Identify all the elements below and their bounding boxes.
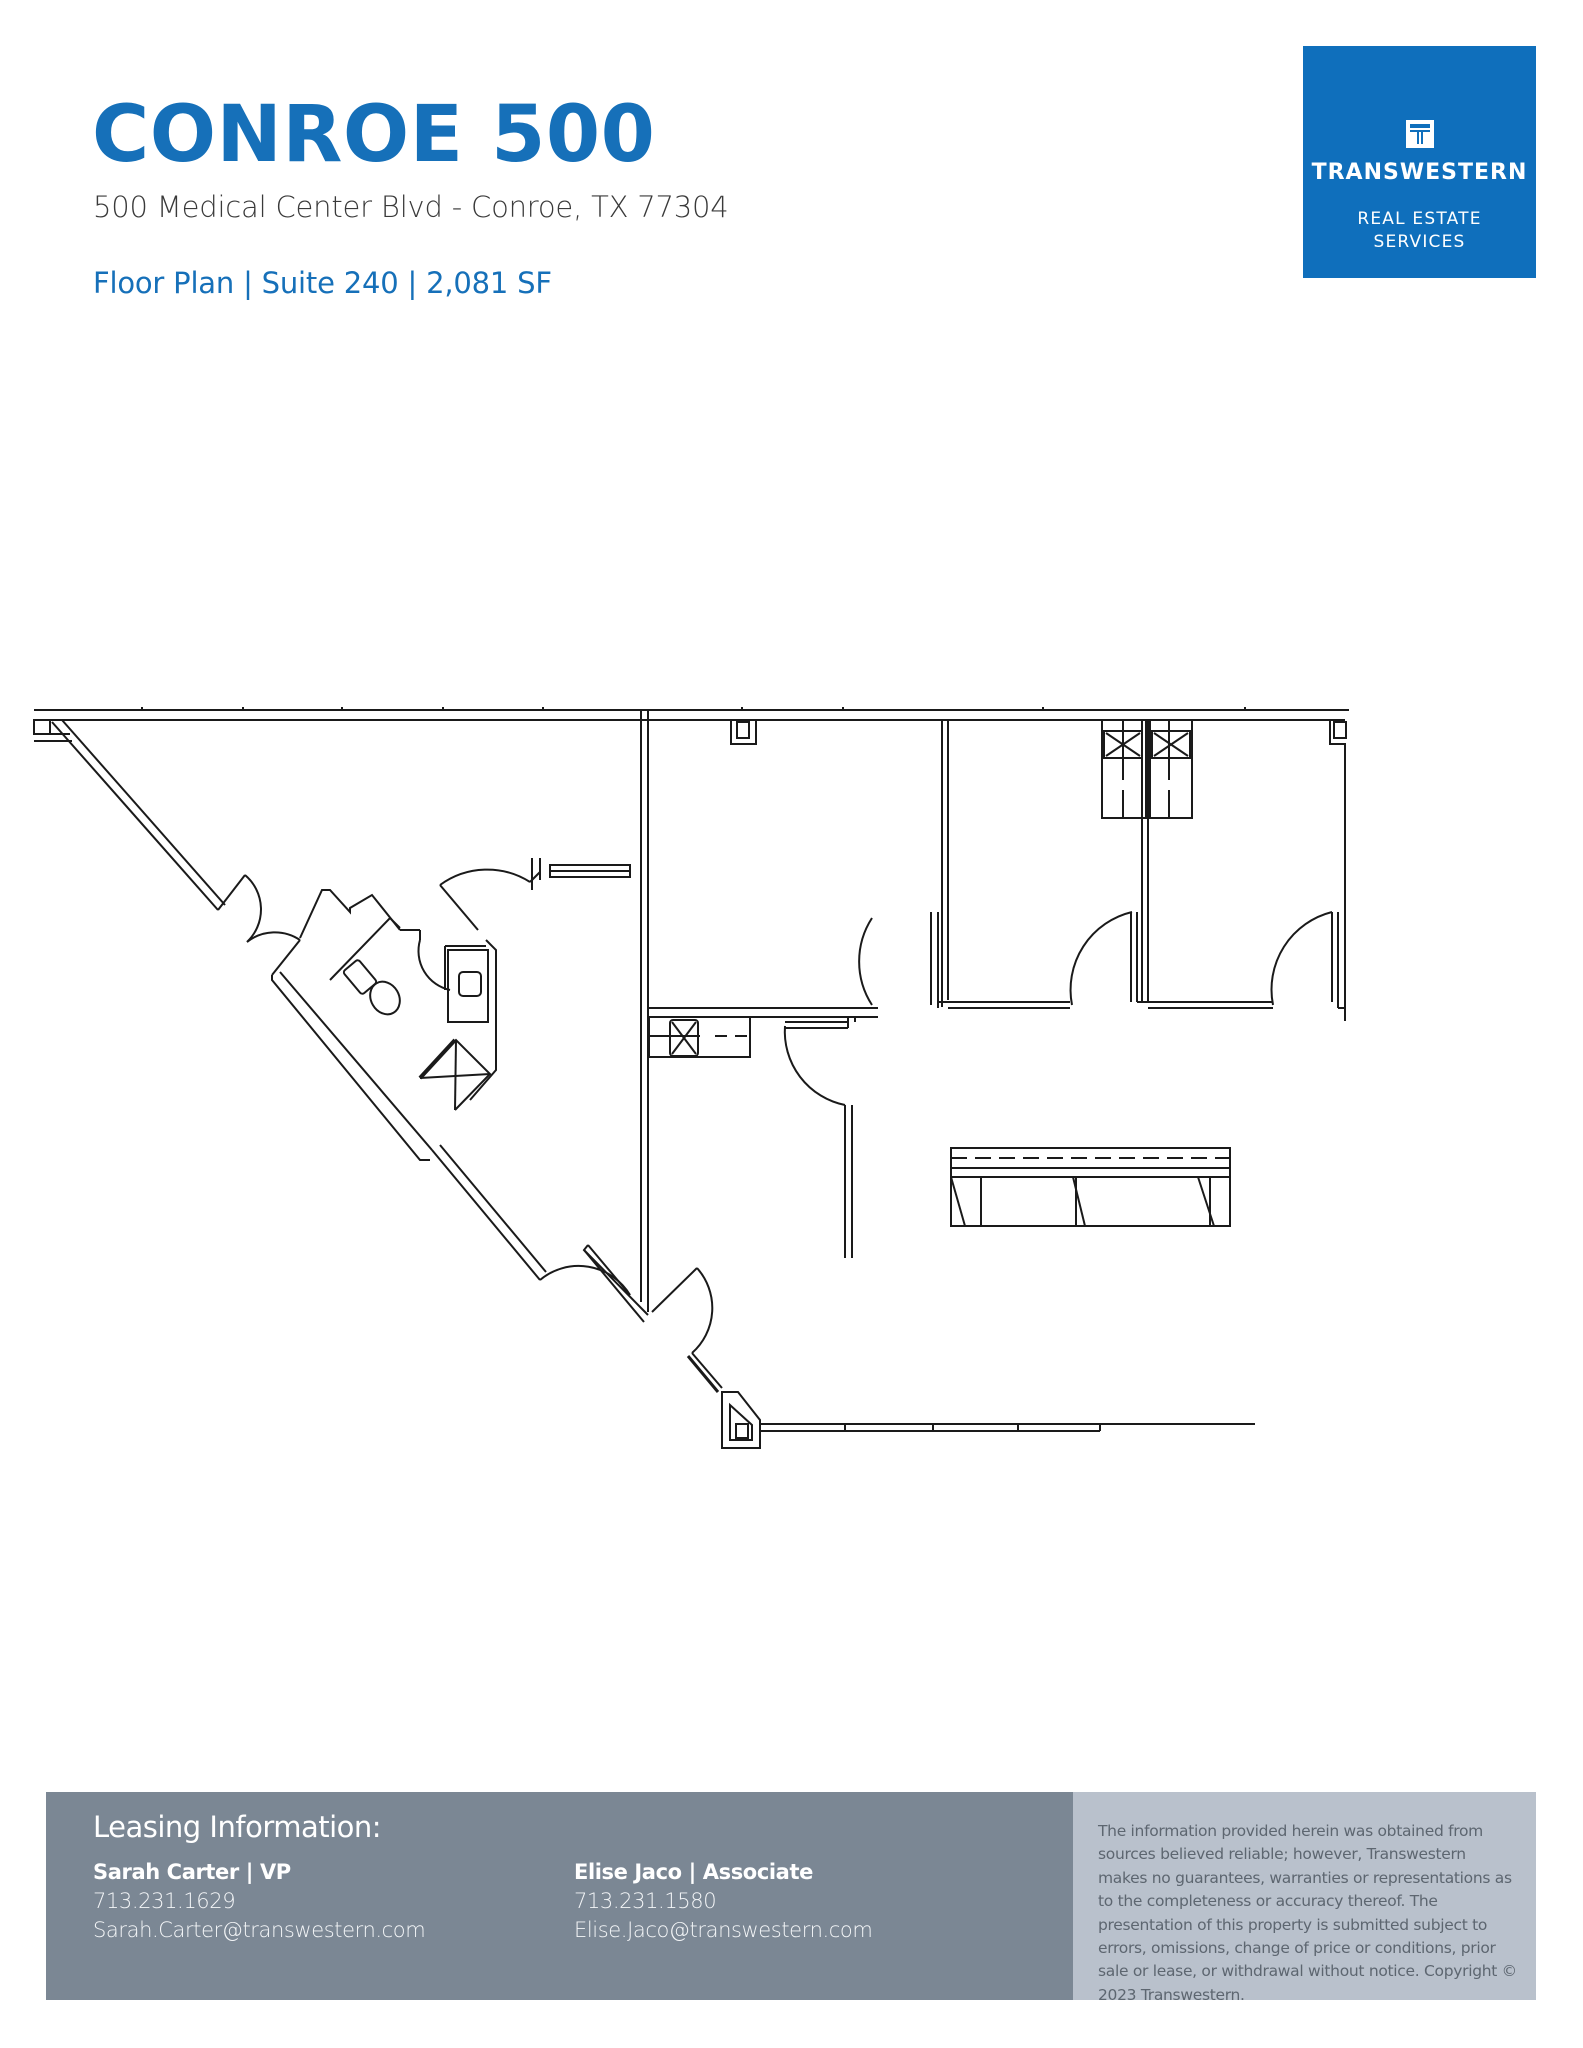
leasing-info-panel: Leasing Information: Sarah Carter | VP 7… xyxy=(46,1792,1073,2000)
agent-contact: Elise Jaco | Associate 713.231.1580 Elis… xyxy=(574,1858,873,1945)
disclaimer-panel: The information provided herein was obta… xyxy=(1073,1792,1536,2004)
agent-contact: Sarah Carter | VP 713.231.1629 Sarah.Car… xyxy=(93,1858,426,1945)
logo-company-name: TRANSWESTERN xyxy=(1311,160,1528,185)
transwestern-t-icon xyxy=(1406,120,1434,148)
logo-tagline-line2: SERVICES xyxy=(1373,232,1466,252)
floor-plan-subtitle: Floor Plan | Suite 240 | 2,081 SF xyxy=(93,266,552,300)
agent-name: Sarah Carter | VP xyxy=(93,1860,291,1884)
transwestern-logo: TRANSWESTERN REAL ESTATE SERVICES xyxy=(1303,46,1536,278)
agent-name: Elise Jaco | Associate xyxy=(574,1860,813,1884)
leasing-footer: Leasing Information: Sarah Carter | VP 7… xyxy=(46,1792,1536,2004)
agent-email[interactable]: Elise.Jaco@transwestern.com xyxy=(574,1918,873,1942)
logo-tagline-line1: REAL ESTATE xyxy=(1357,209,1482,229)
page-title: CONROE 500 xyxy=(92,90,656,180)
agent-email[interactable]: Sarah.Carter@transwestern.com xyxy=(93,1918,426,1942)
property-address: 500 Medical Center Blvd - Conroe, TX 773… xyxy=(93,190,729,224)
agent-phone[interactable]: 713.231.1629 xyxy=(93,1889,236,1913)
leasing-title: Leasing Information: xyxy=(93,1810,382,1844)
logo-tagline: REAL ESTATE SERVICES xyxy=(1303,208,1536,254)
disclaimer-text: The information provided herein was obta… xyxy=(1098,1822,1517,2004)
agent-phone[interactable]: 713.231.1580 xyxy=(574,1889,717,1913)
